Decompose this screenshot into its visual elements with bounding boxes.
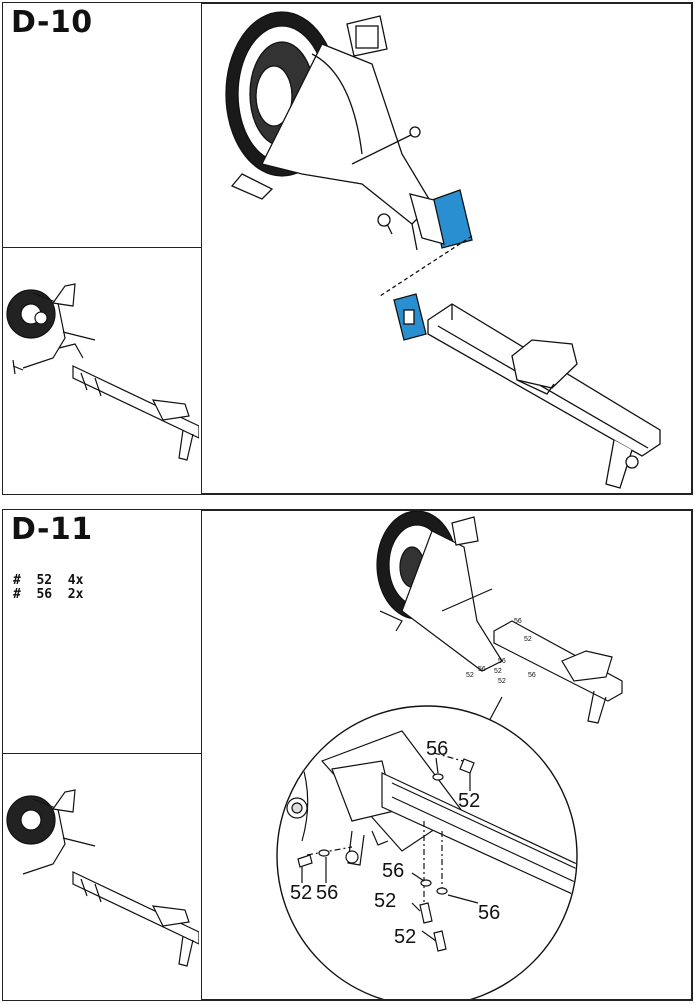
part-number: 56: [36, 587, 53, 602]
small-callout-label: 52: [494, 668, 502, 675]
step-d11-title-cell: D-11 # 52 4x # 56 2x: [2, 509, 202, 755]
small-callout-label: 56: [514, 618, 522, 625]
step-d10-title-cell: D-10: [2, 2, 202, 249]
parts-row: # 56 2x: [13, 588, 83, 602]
overview-rower-illustration: [6, 283, 200, 461]
small-callout-label: 52: [466, 672, 474, 679]
step-d10-overview-cell: [2, 247, 202, 495]
rower-frame-rail-illustration: [225, 11, 661, 489]
callout-56-right: 56: [478, 902, 500, 924]
callout-52-mid: 52: [374, 890, 396, 912]
callout-56-left: 56: [316, 882, 338, 904]
part-number: 52: [36, 573, 53, 588]
parts-list: # 52 4x # 56 2x: [13, 574, 83, 602]
overview-rower-illustration: [6, 789, 200, 967]
callout-56-mid: 56: [382, 860, 404, 882]
small-callout-label: 56: [528, 672, 536, 679]
small-callout-label: 56: [498, 658, 506, 665]
callout-52-left: 52: [290, 882, 312, 904]
rower-assembly-detail-illustration: 56 52 56 52 52 56 52 56 56 52 52 56 56 5…: [276, 510, 623, 1004]
hash-symbol: #: [13, 587, 21, 602]
part-quantity: 4x: [67, 573, 84, 588]
parts-row: # 52 4x: [13, 574, 83, 588]
step-title: D-11: [11, 512, 93, 547]
step-d11-overview-cell: [2, 753, 202, 1001]
small-callout-label: 56: [478, 666, 486, 673]
step-title: D-10: [11, 5, 93, 40]
callout-52-bottom: 52: [394, 926, 416, 948]
callout-52-top: 52: [458, 790, 480, 812]
callout-56-top: 56: [426, 738, 448, 760]
small-callout-label: 52: [524, 636, 532, 643]
step-d11-main-illustration-area: 56 52 56 52 52 56 52 56 56 52 52 56 56 5…: [202, 510, 691, 1004]
part-quantity: 2x: [67, 587, 84, 602]
step-d10-main-illustration-area: [202, 4, 691, 493]
small-callout-label: 52: [498, 678, 506, 685]
hash-symbol: #: [13, 573, 21, 588]
